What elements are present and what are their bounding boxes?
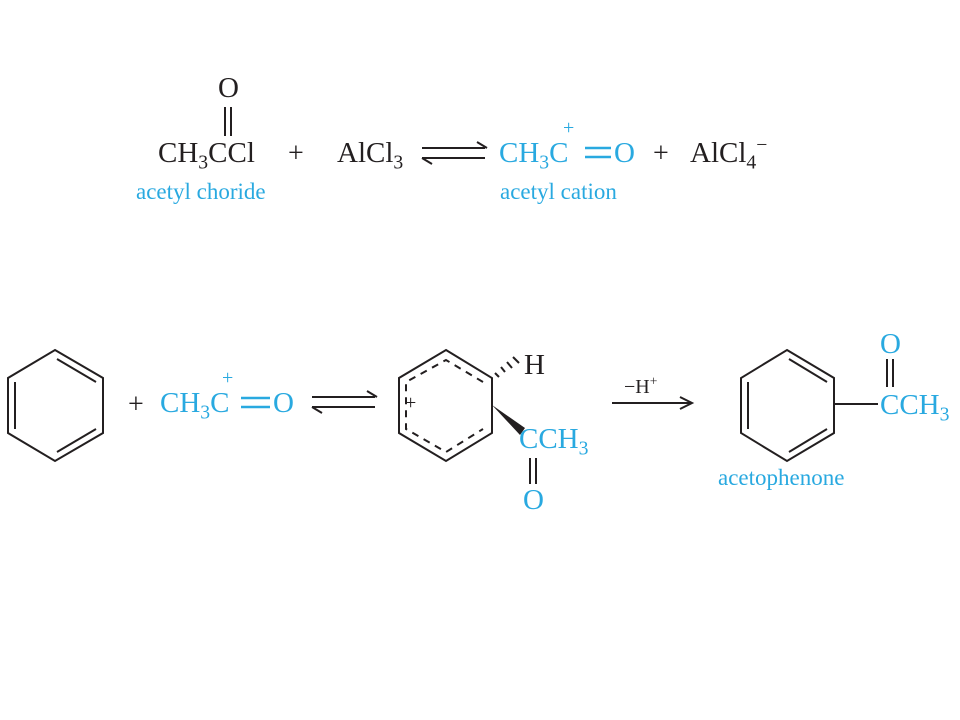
aluminum-chloride-formula: AlCl3 — [337, 137, 404, 174]
plus-sign-1: + — [288, 138, 304, 169]
arenium-ring-charge: + — [405, 392, 417, 414]
acetyl-chloride-oxygen: O — [218, 72, 239, 104]
acetophenone-ring — [740, 348, 878, 463]
acetyl-chloride-formula: CH3CCl — [158, 137, 255, 174]
benzene-ring — [7, 348, 104, 463]
acetyl-cation-formula-2: CH3C — [160, 387, 230, 424]
acetyl-chloride-carbonyl-bond — [224, 107, 232, 136]
acetophenone-oxygen: O — [880, 328, 901, 360]
arenium-ion-ring — [398, 348, 493, 463]
reaction-arrow — [612, 396, 695, 410]
equilibrium-arrow-2 — [311, 390, 378, 414]
acetyl-cation-charge-1: + — [563, 117, 575, 139]
arrow-label-proton-loss: −H+ — [624, 373, 658, 398]
label-acetophenone: acetophenone — [718, 465, 845, 490]
acetyl-cation-formula-1: CH3C — [499, 137, 569, 174]
acetyl-cation-oxygen-2: O — [273, 387, 294, 419]
hashed-bond-h — [494, 356, 520, 378]
wedge-bond-acyl — [492, 405, 525, 435]
label-acetyl-cation: acetyl cation — [500, 179, 617, 204]
acetophenone-acyl-group: CCH3 — [880, 389, 950, 426]
acetophenone-carbonyl-bond — [886, 359, 894, 387]
tetrachloroaluminate-formula: AlCl4− — [690, 134, 768, 174]
acylium-double-bond-2 — [241, 396, 270, 409]
arenium-delocalized-bonds — [405, 358, 484, 454]
acylium-double-bond-1 — [585, 146, 611, 159]
plus-sign-2: + — [653, 138, 669, 169]
label-acetyl-chloride: acetyl choride — [136, 179, 266, 204]
intermediate-hydrogen: H — [524, 349, 545, 381]
intermediate-carbonyl-bond — [529, 458, 537, 484]
plus-sign-3: + — [128, 389, 144, 420]
acetyl-cation-charge-2: + — [222, 367, 234, 389]
intermediate-acyl-group: CCH3 — [519, 423, 589, 460]
acetyl-cation-oxygen-1: O — [614, 137, 635, 169]
intermediate-oxygen: O — [523, 484, 544, 516]
equilibrium-arrow-1 — [421, 141, 488, 165]
